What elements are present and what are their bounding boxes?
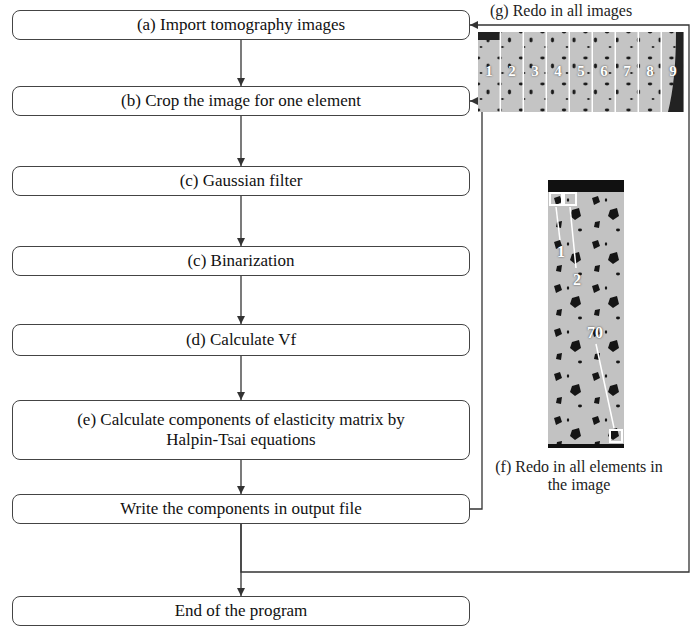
flow-arrow: [240, 116, 241, 166]
callout-number: 6: [594, 63, 614, 80]
flow-arrow: [240, 196, 241, 246]
callout-number: 1: [552, 243, 570, 261]
step-text: (d) Calculate Vf: [186, 330, 296, 350]
step-text: (c) Gaussian filter: [180, 171, 303, 191]
flow-arrow: [240, 276, 241, 324]
flow-arrow: [470, 101, 482, 509]
step-text: End of the program: [175, 601, 308, 621]
callout-number: 3: [525, 63, 545, 80]
callout-number: 4: [548, 63, 568, 80]
flow-arrow: [240, 356, 241, 400]
process-box: (c) Binarization: [12, 246, 470, 276]
process-box: Write the components in output file: [12, 494, 470, 524]
note-label: (g) Redo in all images: [490, 2, 686, 20]
callout-number: 1: [479, 63, 499, 80]
callout-number: 5: [571, 63, 591, 80]
process-box: End of the program: [12, 596, 470, 626]
callout-number: 8: [640, 63, 660, 80]
image-strip: [478, 32, 684, 112]
flow-arrow: [240, 460, 241, 494]
callout-number: 2: [502, 63, 522, 80]
step-text: (b) Crop the image for one element: [121, 91, 361, 111]
step-text: (c) Binarization: [187, 251, 294, 271]
process-box: (e) Calculate components of elasticity m…: [12, 400, 470, 460]
step-text: Write the components in output file: [120, 499, 362, 519]
process-box: (d) Calculate Vf: [12, 324, 470, 356]
flow-arrow: [240, 40, 241, 86]
callout-number: 2: [568, 271, 586, 289]
callout-number: 7: [617, 63, 637, 80]
process-box: (b) Crop the image for one element: [12, 86, 470, 116]
element-image: [548, 180, 624, 448]
callout-number: 9: [663, 63, 683, 80]
step-text: (a) Import tomography images: [137, 15, 345, 35]
process-box: (a) Import tomography images: [12, 10, 470, 40]
process-box: (c) Gaussian filter: [12, 166, 470, 196]
callout-number: 70: [580, 324, 610, 342]
step-text: (e) Calculate components of elasticity m…: [76, 410, 406, 451]
note-label: (f) Redo in all elements in the image: [494, 458, 664, 495]
